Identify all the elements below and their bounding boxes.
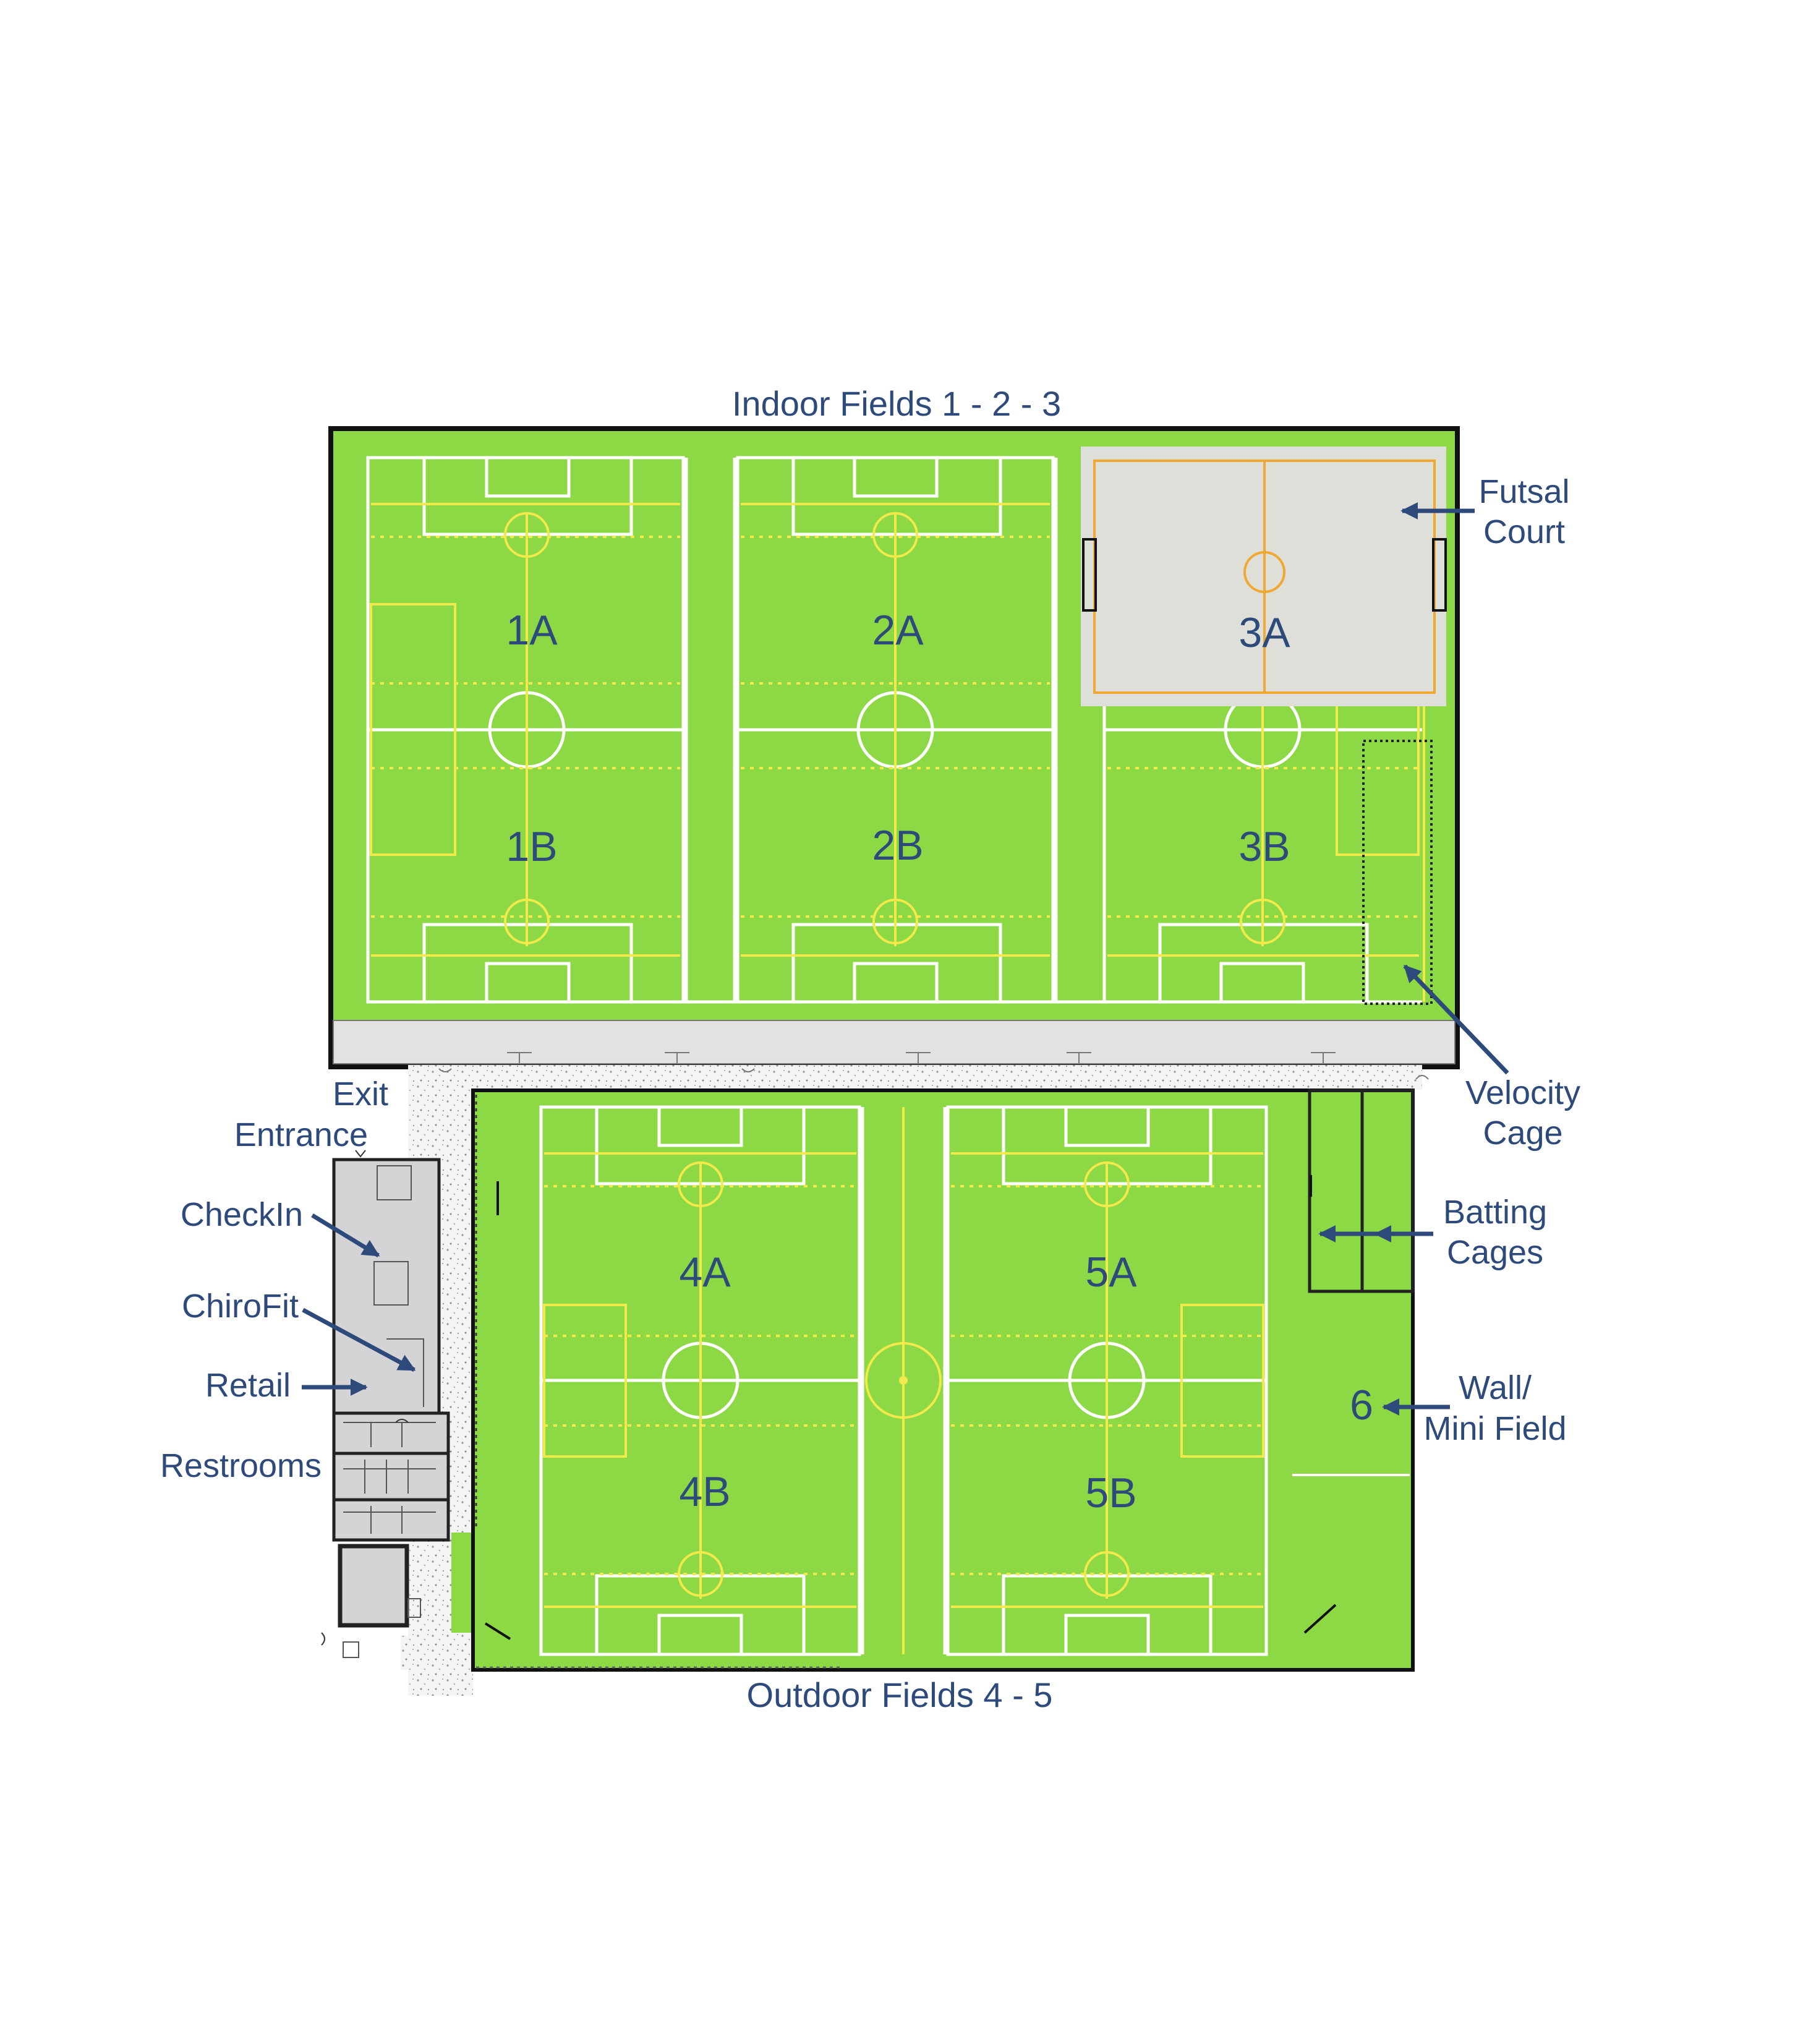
wall-label-line2: Mini Field — [1423, 1410, 1566, 1447]
field-4b-label: 4B — [679, 1468, 730, 1515]
exit-label: Exit — [333, 1075, 388, 1113]
restrooms-label: Restrooms — [160, 1447, 322, 1484]
futsal-goal-left — [1082, 538, 1097, 612]
field-3a-label: 3A — [1238, 609, 1290, 656]
indoor-field-3[interactable] — [1104, 691, 1425, 1004]
indoor-building: 1A 1B 2A 2B 3A 3B — [328, 426, 1460, 1069]
retail-label: Retail — [205, 1367, 291, 1404]
field-1a-label: 1A — [506, 607, 558, 654]
outdoor-field-5[interactable] — [946, 1105, 1268, 1656]
field-2a-label: 2A — [872, 607, 924, 654]
field-3b-label: 3B — [1238, 823, 1290, 870]
field-6-label: 6 — [1350, 1382, 1373, 1429]
chirofit-label: ChiroFit — [182, 1288, 299, 1325]
outdoor-field-4[interactable] — [539, 1105, 861, 1656]
futsal-goal-right — [1432, 538, 1447, 612]
futsal-label-line2: Court — [1483, 513, 1565, 550]
service-building — [321, 1150, 450, 1658]
velocity-arrow — [1403, 964, 1509, 1075]
field-1b-label: 1B — [506, 823, 557, 870]
velocity-cage[interactable] — [1362, 740, 1433, 1005]
chirofit-arrow — [302, 1307, 416, 1372]
outdoor-complex: 4A 4B 5A 5B 6 — [451, 1088, 1415, 1672]
field-5b-label: 5B — [1085, 1469, 1136, 1516]
indoor-fields-title: Indoor Fields 1 - 2 - 3 — [732, 384, 1061, 423]
field-2b-label: 2B — [872, 822, 923, 869]
velocity-label-line1: Velocity — [1465, 1074, 1580, 1111]
entrance-label: Entrance — [234, 1116, 368, 1153]
futsal-label-line1: Futsal — [1478, 473, 1569, 510]
field-5a-label: 5A — [1085, 1249, 1137, 1296]
checkin-arrow — [311, 1213, 380, 1257]
batting-label-line2: Cages — [1447, 1234, 1543, 1271]
indoor-walkway — [333, 1020, 1456, 1064]
outdoor-center-circle — [861, 1107, 947, 1654]
checkin-label: CheckIn — [181, 1196, 303, 1233]
futsal-court[interactable] — [1081, 447, 1447, 706]
outdoor-fields-title: Outdoor Fields 4 - 5 — [747, 1675, 1053, 1714]
velocity-label-line2: Cage — [1483, 1114, 1562, 1152]
wall-label-line1: Wall/ — [1459, 1369, 1532, 1406]
batting-label-line1: Batting — [1443, 1194, 1547, 1231]
field-4a-label: 4A — [679, 1249, 731, 1296]
